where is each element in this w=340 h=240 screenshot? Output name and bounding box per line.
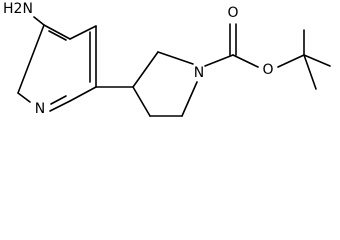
bond-ring-c5-n-inner xyxy=(50,95,67,105)
bond-carbonyl-ester-o xyxy=(232,54,259,68)
bond-pyr-c3-c2 xyxy=(132,51,159,88)
bond-ring-n-c6 xyxy=(17,92,31,103)
molecule-diagram: H2N N N O O xyxy=(3,1,331,117)
bond-o-tbutyl xyxy=(277,54,305,68)
bond-tbutyl-methyl-right xyxy=(303,54,331,67)
bond-ring-c2-c3 xyxy=(69,25,97,40)
structure-canvas: H2N N N O O xyxy=(3,1,331,117)
carbonyl-oxygen-label: O xyxy=(227,5,238,21)
bond-tbutyl-methyl-down xyxy=(303,54,317,90)
bond-ring-c1-c2-inner xyxy=(48,30,67,41)
amine-label: H2N xyxy=(3,1,33,17)
bond-ring-c5-n xyxy=(49,100,71,112)
bond-ring-c1-c2 xyxy=(43,24,71,40)
bond-ring-c6-c1 xyxy=(17,24,45,94)
pyridine-nitrogen-label: N xyxy=(35,101,45,117)
bond-pyr-c2-n xyxy=(157,51,194,65)
bond-ring-c4-c5 xyxy=(69,86,97,102)
pyrrolidine-nitrogen-label: N xyxy=(194,65,204,81)
ester-oxygen-label: O xyxy=(262,62,273,78)
bond-n-carbonyl xyxy=(204,54,234,67)
bond-amine xyxy=(33,16,45,26)
bond-pyr-n-c5 xyxy=(181,81,198,117)
bond-pyr-c4-c3 xyxy=(132,86,151,117)
